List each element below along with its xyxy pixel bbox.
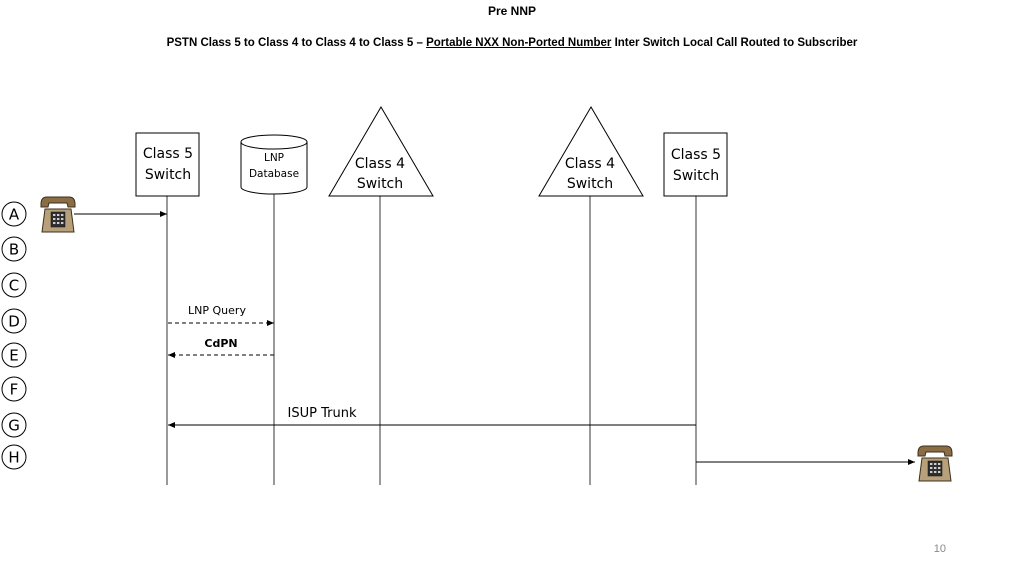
class4-left-line1: Class 4 (355, 156, 405, 172)
step-c-label: C (9, 277, 19, 295)
lnp-db-line1: LNP (264, 152, 284, 164)
step-d: D (1, 308, 27, 334)
step-a-label: A (9, 206, 20, 224)
step-f-label: F (10, 381, 19, 399)
slide-subtitle: PSTN Class 5 to Class 4 to Class 4 to Cl… (0, 37, 1024, 49)
class4-switch-right: Class 4 Switch (538, 106, 644, 197)
class4-switch-left: Class 4 Switch (328, 106, 434, 197)
step-g: G (1, 412, 27, 438)
class5-switch-right: Class 5 Switch (663, 132, 728, 197)
class4-right-line2: Switch (567, 176, 613, 192)
lnp-database: LNP Database (240, 134, 308, 195)
step-e: E (1, 342, 27, 368)
lnp-query-label: LNP Query (188, 304, 246, 317)
subtitle-underlined: Portable NXX Non-Ported Number (426, 37, 612, 49)
step-b-label: B (9, 241, 19, 259)
subtitle-prefix: PSTN Class 5 to Class 4 to Class 4 to Cl… (166, 37, 427, 49)
step-d-label: D (8, 313, 20, 331)
step-g-label: G (8, 417, 20, 435)
step-a: A (1, 201, 27, 227)
page-number: 10 (933, 543, 946, 555)
telephone-icon (40, 196, 76, 233)
step-c: C (1, 272, 27, 298)
class5-switch-left: Class 5 Switch (135, 132, 200, 197)
step-b: B (1, 236, 27, 262)
slide-title: Pre NNP (487, 4, 537, 18)
isup-trunk-label: ISUP Trunk (288, 406, 357, 421)
step-labels: A B C D E F G H (1, 201, 27, 470)
cdpn-label: CdPN (204, 337, 237, 350)
class4-right-line1: Class 4 (565, 156, 615, 172)
step-h-label: H (8, 449, 19, 467)
step-f: F (1, 376, 27, 402)
class5-right-line2: Switch (673, 168, 719, 184)
class5-right-line1: Class 5 (671, 147, 721, 163)
class5-left-line2: Switch (145, 167, 191, 183)
subtitle-suffix: Inter Switch Local Call Routed to Subscr… (611, 37, 858, 49)
step-h: H (1, 444, 27, 470)
lnp-db-line2: Database (249, 168, 299, 180)
telephone-icon (917, 445, 953, 482)
class5-left-line1: Class 5 (143, 146, 193, 162)
class4-left-line2: Switch (357, 176, 403, 192)
step-e-label: E (9, 347, 18, 365)
